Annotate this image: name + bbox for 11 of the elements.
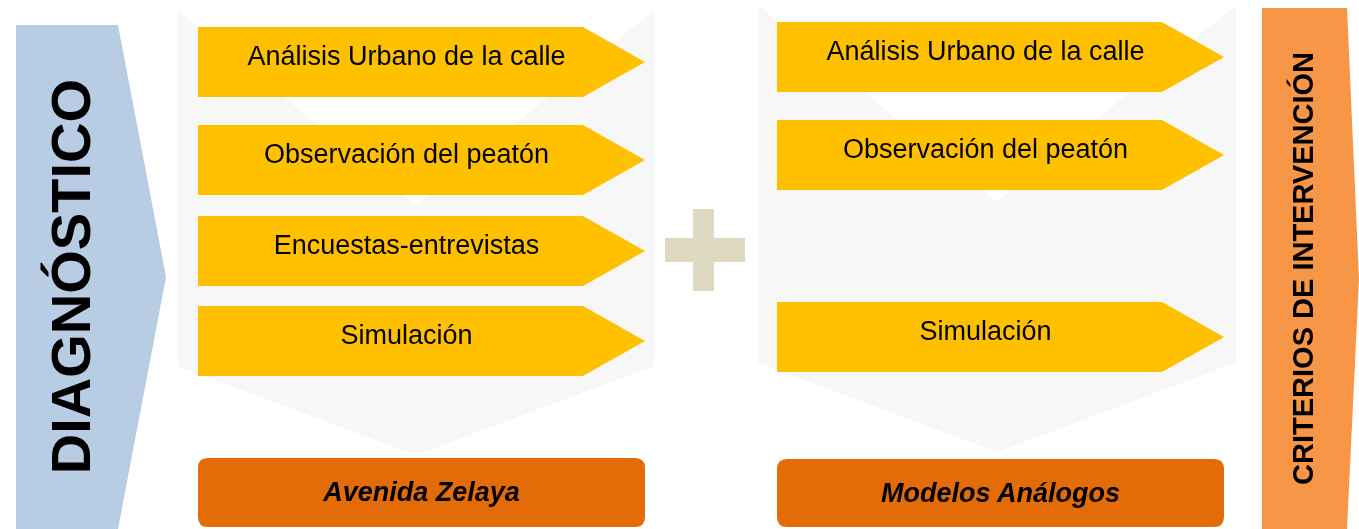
step-label: Observación del peatón (263, 138, 550, 170)
step-label: Simulación (919, 315, 1052, 347)
step-label: Observación del peatón (842, 133, 1129, 165)
group-label: Avenida Zelaya (323, 477, 520, 508)
step-label: Simulación (340, 319, 473, 351)
section-title: DIAGNÓSTICO (37, 79, 103, 475)
step-label: Análisis Urbano de la calle (826, 35, 1145, 67)
step-label: Análisis Urbano de la calle (247, 40, 566, 72)
section-title: CRITERIOS DE INTERVENCIÓN (1287, 52, 1320, 485)
group-label: Modelos Análogos (881, 477, 1120, 509)
step-label: Encuestas-entrevistas (273, 229, 540, 261)
